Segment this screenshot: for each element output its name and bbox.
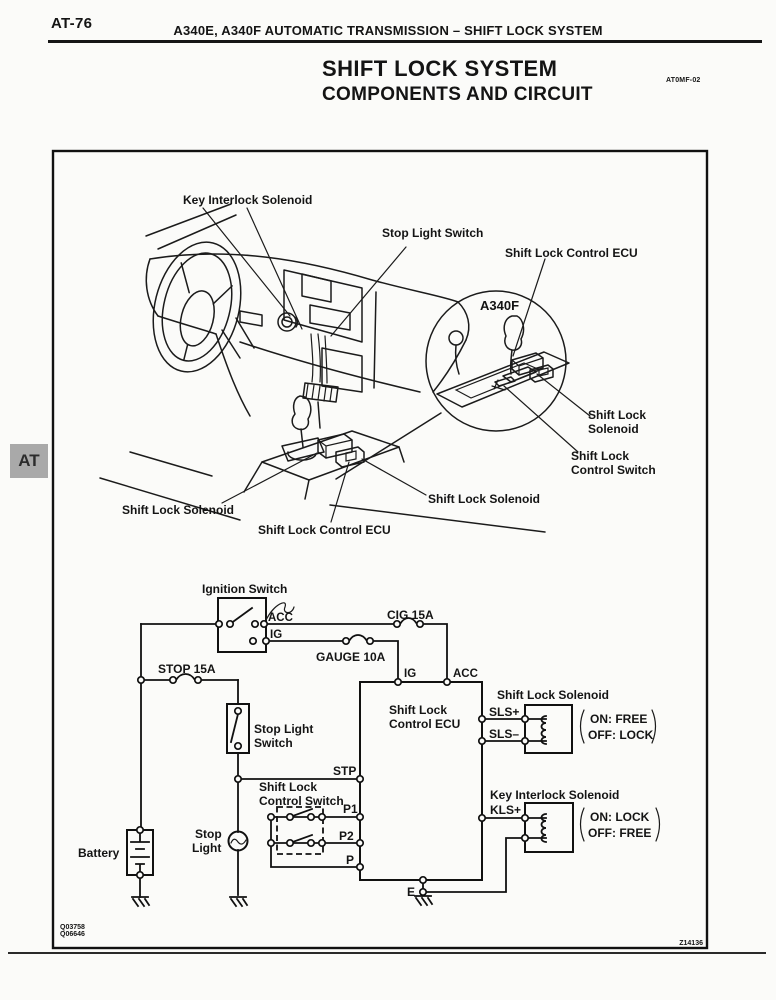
label-stop-light-switch: Stop Light Switch xyxy=(382,226,483,240)
label-e: E xyxy=(407,885,415,899)
label-sls-plus: SLS+ xyxy=(489,705,519,719)
doc-code: AT0MF-02 xyxy=(666,77,701,84)
label-kls-plus: KLS+ xyxy=(490,803,521,817)
figure-code-2: Q06646 xyxy=(60,931,85,938)
label-inset-switch-2: Control Switch xyxy=(571,463,656,477)
shift-lock-control-switch-box xyxy=(276,806,324,855)
label-ignition-switch: Ignition Switch xyxy=(202,582,287,596)
label-gauge-fuse: GAUGE 10A xyxy=(316,650,386,664)
terminals xyxy=(135,619,530,897)
figure-frame xyxy=(51,149,709,950)
label-cig-fuse: CIG 15A xyxy=(387,608,434,622)
label-p1: P1 xyxy=(343,802,358,816)
dashboard-illustration: Key Interlock Solenoid Stop Light Switch… xyxy=(99,193,656,537)
label-solenoid-right: Shift Lock Solenoid xyxy=(428,492,540,506)
label-stop-light-2: Light xyxy=(192,841,221,855)
label-key-interlock-solenoid: Key Interlock Solenoid xyxy=(183,193,312,207)
label-kls-note-off: OFF: FREE xyxy=(588,826,651,840)
label-ecu-bottom: Shift Lock Control ECU xyxy=(258,523,391,537)
label-acc: ACC xyxy=(268,612,293,624)
section-header: A340E, A340F AUTOMATIC TRANSMISSION – SH… xyxy=(173,23,603,38)
figure-number: Z14136 xyxy=(679,940,703,947)
page-title: SHIFT LOCK SYSTEM xyxy=(322,56,558,81)
page-subtitle: COMPONENTS AND CIRCUIT xyxy=(322,84,593,105)
label-stop-light-switch-1: Stop Light xyxy=(254,722,313,736)
section-tab-at: AT xyxy=(10,444,48,478)
label-shift-lock-control-ecu-top: Shift Lock Control ECU xyxy=(505,246,638,260)
ground-symbol-ecu-e xyxy=(414,895,434,907)
label-inset-switch-1: Shift Lock xyxy=(571,449,629,463)
label-sls-minus: SLS– xyxy=(489,727,519,741)
label-kls-note-on: ON: LOCK xyxy=(590,810,650,824)
page-bottom-rule xyxy=(8,952,766,954)
label-ecu-1: Shift Lock xyxy=(389,703,447,717)
label-inset-solenoid-2: Solenoid xyxy=(588,422,639,436)
page-number: AT-76 xyxy=(51,15,93,32)
label-ig: IG xyxy=(270,629,282,641)
stop-light-switch-box xyxy=(226,703,250,754)
header-rule xyxy=(48,40,762,43)
label-ecu-acc: ACC xyxy=(453,668,478,680)
shift-lock-solenoid-box xyxy=(524,704,573,754)
label-shift-lock-solenoid: Shift Lock Solenoid xyxy=(497,688,609,702)
label-inset-solenoid-1: Shift Lock xyxy=(588,408,646,422)
label-ecu-ig: IG xyxy=(404,668,416,680)
label-battery: Battery xyxy=(78,846,120,860)
label-control-switch-1: Shift Lock xyxy=(259,780,317,794)
label-p: P xyxy=(346,853,354,867)
label-key-interlock-solenoid-circuit: Key Interlock Solenoid xyxy=(490,788,619,802)
label-sls-note-off: OFF: LOCK xyxy=(588,728,654,742)
label-stop-light-1: Stop xyxy=(195,827,222,841)
figure-code-1: Q03758 xyxy=(60,924,85,931)
label-stop-light-switch-2: Switch xyxy=(254,736,293,750)
label-a340f: A340F xyxy=(480,298,519,313)
label-sls-note-on: ON: FREE xyxy=(590,712,647,726)
label-p2: P2 xyxy=(339,829,354,843)
stop-light-bulb xyxy=(227,830,249,852)
label-control-switch-2: Control Switch xyxy=(259,794,344,808)
ground-symbol-battery xyxy=(131,896,151,908)
label-ecu-2: Control ECU xyxy=(389,717,460,731)
key-interlock-solenoid-box xyxy=(524,802,574,853)
wiring-circuit-diagram: Ignition Switch ACC IG CIG 15A GAUGE 10A… xyxy=(78,582,661,908)
label-stp: STP xyxy=(333,764,356,778)
label-solenoid-left: Shift Lock Solenoid xyxy=(122,503,234,517)
ground-symbol-stop-light xyxy=(229,896,249,908)
label-stop-fuse: STOP 15A xyxy=(158,662,216,676)
